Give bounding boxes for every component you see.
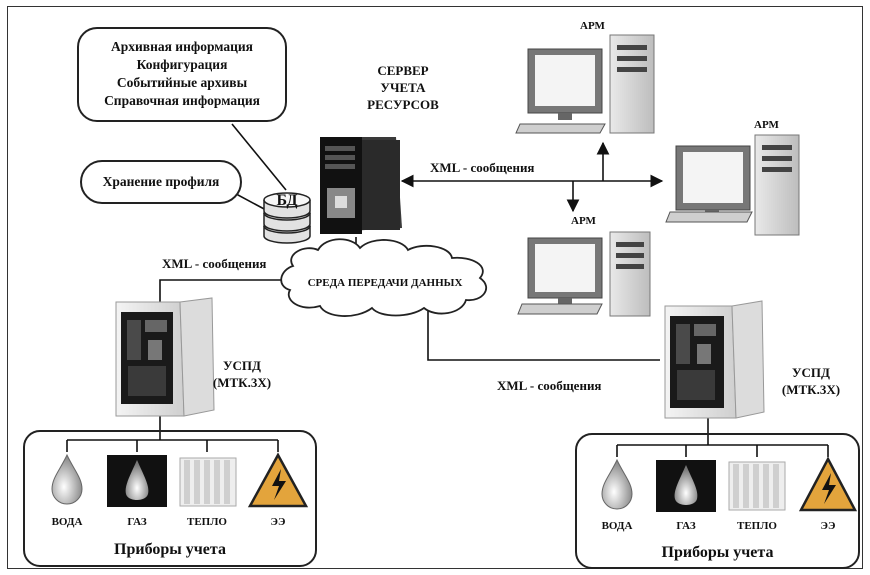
network-label: СРЕДА ПЕРЕДАЧИ ДАННЫХ xyxy=(307,277,463,289)
uspd-right-label: УСПД (МТК.3Х) xyxy=(771,364,851,398)
server-label-line2: УЧЕТА xyxy=(380,80,426,95)
database-icon[interactable] xyxy=(263,192,311,244)
server-label: СЕРВЕР УЧЕТА РЕСУРСОВ xyxy=(360,62,446,113)
meter-power-label: ЭЭ xyxy=(270,516,286,528)
uspd-right-label-line2: (МТК.3Х) xyxy=(781,382,841,397)
uspd-left-label-line2: (МТК.3Х) xyxy=(212,375,272,390)
meter-group-left-box xyxy=(23,430,317,567)
server-label-line3: РЕСУРСОВ xyxy=(367,97,439,112)
meter-group-left-title: Приборы учета xyxy=(114,541,226,558)
storage-line-reference: Справочная информация xyxy=(104,93,260,108)
storage-info-bubble: Архивная информация Конфигурация Событий… xyxy=(77,27,287,122)
workstation-bottom-label: АРМ xyxy=(571,215,596,227)
storage-line-events: Событийные архивы xyxy=(116,75,248,90)
db-label: БД xyxy=(276,192,298,209)
workstation-right-label: АРМ xyxy=(754,119,779,131)
uspd-left-label: УСПД (МТК.3Х) xyxy=(202,357,282,391)
workstation-top-icon[interactable] xyxy=(515,34,655,134)
xml-bottom-link-label: XML - сообщения xyxy=(497,378,602,393)
electricity-warning-icon-right xyxy=(798,456,858,512)
meter-water-label-right: ВОДА xyxy=(601,520,633,532)
meter-gas-label-right: ГАЗ xyxy=(676,520,696,532)
meter-gas-label: ГАЗ xyxy=(127,516,147,528)
profile-storage-label: Хранение профиля xyxy=(102,174,220,189)
heat-radiator-icon xyxy=(179,457,237,507)
uspd-left-to-network-line xyxy=(159,279,290,302)
uspd-left-label-line1: УСПД xyxy=(223,358,261,373)
meter-water-label: ВОДА xyxy=(51,516,83,528)
electricity-warning-icon xyxy=(247,452,309,508)
bubble-to-db-line xyxy=(231,123,287,191)
storage-line-config: Конфигурация xyxy=(136,57,228,72)
meter-heat-label-right: ТЕПЛО xyxy=(737,520,777,532)
water-drop-icon xyxy=(51,453,83,505)
server-tower-icon[interactable] xyxy=(320,137,402,234)
network-to-uspd-right-line xyxy=(427,305,660,361)
uspd-left-cabinet-icon[interactable] xyxy=(115,297,215,417)
meter-heat-label: ТЕПЛО xyxy=(187,516,227,528)
xml-left-link-label: XML - сообщения xyxy=(162,256,267,271)
heat-radiator-icon-right xyxy=(728,461,786,511)
meter-power-label-right: ЭЭ xyxy=(820,520,836,532)
gas-flame-icon xyxy=(107,455,167,507)
meter-group-right-box xyxy=(575,433,860,569)
network-cloud-icon xyxy=(280,238,487,317)
workstation-right-icon[interactable] xyxy=(665,134,800,236)
uspd-right-cabinet-icon[interactable] xyxy=(664,300,765,419)
storage-line-archive: Архивная информация xyxy=(111,39,253,54)
gas-flame-icon-right xyxy=(656,460,716,512)
connector-lines xyxy=(66,123,829,457)
xml-server-link-label: XML - сообщения xyxy=(430,160,535,175)
profile-storage-bubble: Хранение профиля xyxy=(80,160,242,204)
meter-group-right-title: Приборы учета xyxy=(661,544,774,561)
diagram-frame xyxy=(7,6,863,569)
water-drop-icon-right xyxy=(601,458,633,510)
server-label-line1: СЕРВЕР xyxy=(377,63,429,78)
workstation-top-label: АРМ xyxy=(580,20,605,32)
uspd-right-label-line1: УСПД xyxy=(792,365,830,380)
workstation-bottom-icon[interactable] xyxy=(517,231,651,317)
